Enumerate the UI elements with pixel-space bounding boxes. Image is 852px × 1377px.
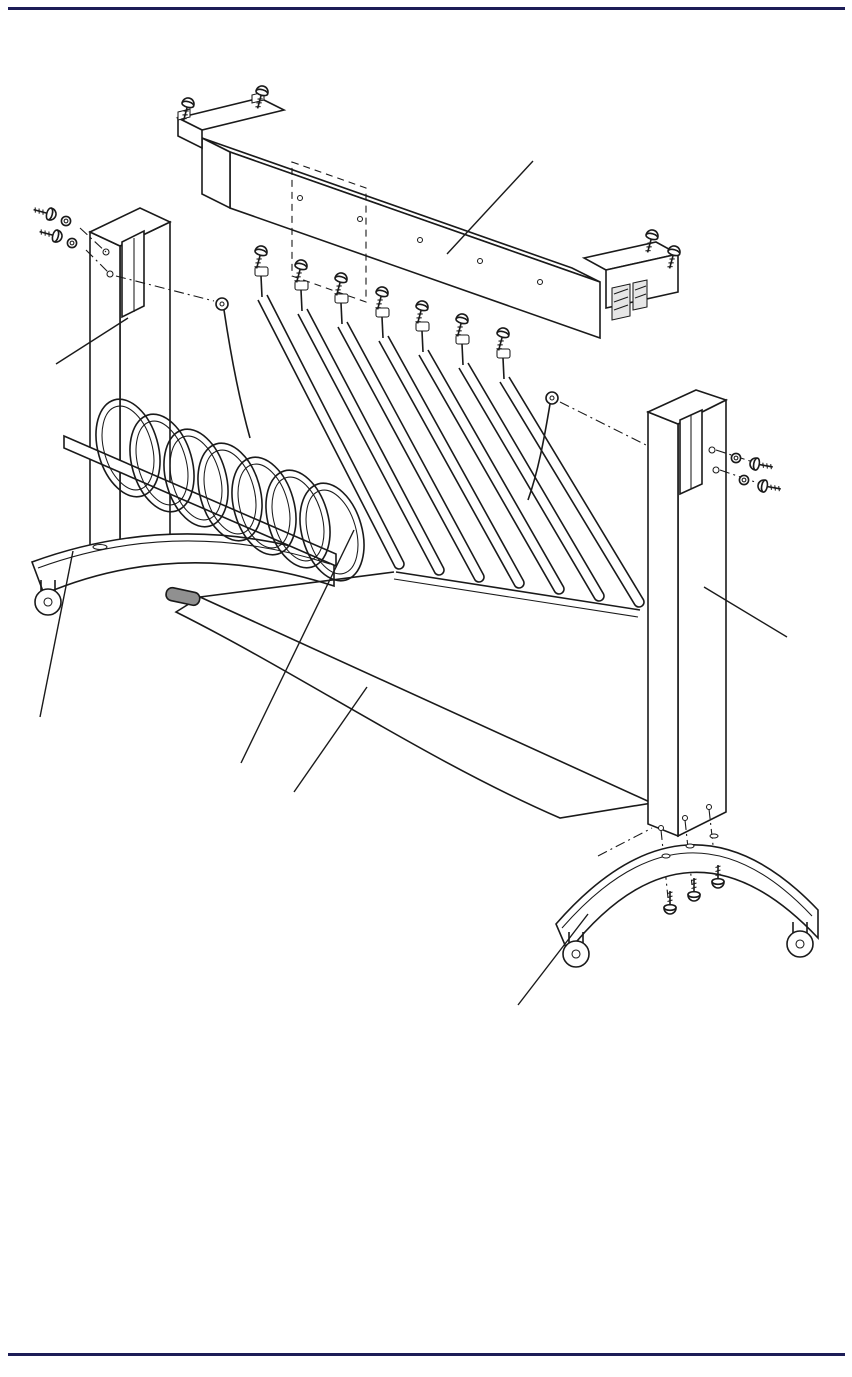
foot-hole [709,833,719,839]
screw-icon [663,890,677,915]
screw-hole [712,466,720,474]
screw-hole [657,824,665,832]
bin-eyelet-wires [115,275,649,501]
washer-icon [66,237,78,249]
left-foot [30,533,335,616]
screw-icon [330,270,350,298]
leader-line-left-foot [39,550,74,718]
crossbrace-beam [201,136,601,340]
washer-icon [60,215,72,227]
washer-icon [738,474,750,486]
bin-hanger-wires [199,266,645,618]
leader-line-right-foot [517,913,589,1006]
screw-hole [106,270,114,278]
bottom-rule [8,1353,845,1356]
screw-icon [37,225,65,245]
screw-hole [681,814,689,822]
leg-channel-notch [121,229,145,319]
callout-leader-lines [39,160,788,1006]
right-leg-fasteners [715,449,783,496]
leader-line-bin-rail [240,529,355,764]
leader-line-bin-cloth [293,686,368,793]
screw-icon [411,298,431,326]
screw-icon [451,311,471,339]
foot-hole [661,853,671,859]
cloth-roller-end-cap [165,586,201,607]
screw-icon [748,456,775,474]
screw-icon [290,257,310,285]
foot-hole [685,843,695,849]
left-leg-fasteners [31,203,111,275]
screw-hole [708,446,716,454]
screw-icon [371,284,391,312]
right-end-bracket [581,227,683,321]
leader-line-left-leg [55,317,129,365]
foot-slot [92,543,108,551]
right-leg [645,389,729,838]
hidden-outline [291,161,367,303]
leader-line-crossbrace [446,160,534,255]
top-rule [8,7,845,10]
left-end-bracket [175,83,287,150]
screw-icon [687,877,701,902]
leader-line-right-leg [703,586,788,638]
screw-hole [705,803,713,811]
latch-plate [632,279,648,311]
bin-wire-loops [95,398,365,582]
washer-icon [730,452,742,464]
screw-icon [492,325,512,353]
screw-icon [31,203,59,223]
screw-icon [250,243,270,271]
bin-cloth [165,586,655,819]
right-foot [555,808,819,968]
screw-icon [756,478,783,496]
